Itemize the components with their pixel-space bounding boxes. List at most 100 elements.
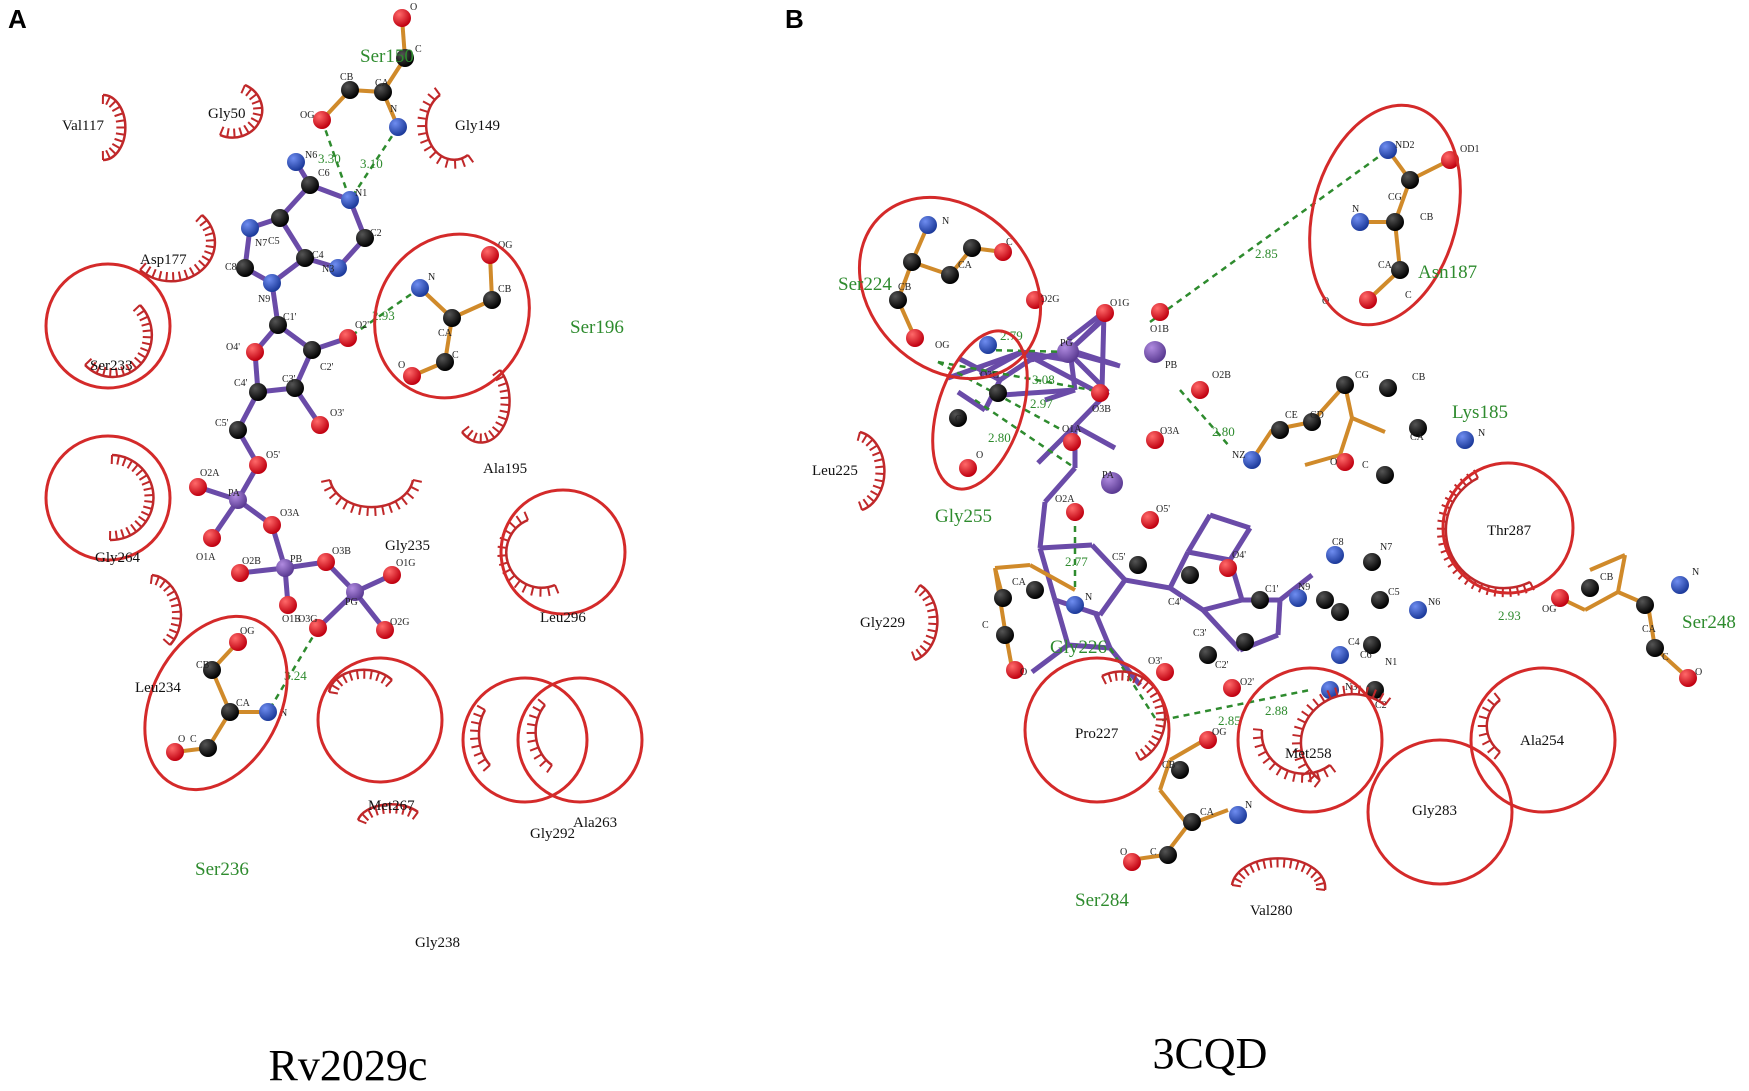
hydrophobic-combs-a <box>84 83 560 825</box>
residue-label: Gly264 <box>95 550 141 566</box>
svg-text:C2': C2' <box>320 362 334 373</box>
svg-text:C8: C8 <box>225 262 237 273</box>
svg-text:O2B: O2B <box>1212 370 1231 381</box>
hydrophobic-arc <box>109 453 155 542</box>
svg-text:C: C <box>452 350 459 361</box>
svg-text:N6: N6 <box>1428 597 1440 608</box>
svg-text:PA: PA <box>1102 470 1115 481</box>
residue-label: Gly292 <box>530 826 575 842</box>
residue-label: Gly255 <box>935 506 992 527</box>
residue-label: Ser248 <box>1682 612 1736 633</box>
svg-text:O: O <box>1695 667 1702 678</box>
rings-b <box>857 103 1617 886</box>
svg-text:PG: PG <box>345 597 358 608</box>
svg-text:O2G: O2G <box>1040 294 1059 305</box>
svg-text:O: O <box>976 450 983 461</box>
svg-text:CB: CB <box>1162 760 1176 771</box>
svg-text:PG: PG <box>1060 338 1073 349</box>
binding-site-ring <box>143 614 289 792</box>
panel-b: B <box>785 4 1736 1078</box>
svg-text:CB: CB <box>898 282 912 293</box>
svg-text:O5': O5' <box>1156 504 1170 515</box>
hydrophobic-arc <box>424 93 469 161</box>
binding-site-ring <box>857 195 1043 381</box>
svg-text:C4: C4 <box>1348 637 1360 648</box>
binding-site-ring <box>1469 666 1617 814</box>
svg-text:C: C <box>190 734 197 745</box>
residue-label: Asn187 <box>1418 262 1477 283</box>
svg-text:CA: CA <box>1410 432 1425 443</box>
svg-text:CG: CG <box>1355 370 1369 381</box>
svg-text:O: O <box>1330 457 1337 468</box>
svg-text:O3G: O3G <box>298 614 317 625</box>
svg-text:O4': O4' <box>226 342 240 353</box>
residue-label: Leu234 <box>135 680 181 696</box>
distance-label: 2.93 <box>1498 608 1521 623</box>
binding-site-ring <box>316 656 444 784</box>
residue-label: Gly226 <box>1050 637 1107 658</box>
svg-text:N6: N6 <box>305 150 317 161</box>
distance-label: 2.80 <box>1212 424 1235 439</box>
svg-text:C5: C5 <box>268 236 280 247</box>
svg-text:O1B: O1B <box>282 614 301 625</box>
svg-text:O3A: O3A <box>1160 426 1180 437</box>
hydrophobic-arc <box>505 518 556 589</box>
svg-text:O: O <box>178 734 185 745</box>
svg-text:CB: CB <box>1600 572 1614 583</box>
svg-text:CB: CB <box>196 660 210 671</box>
binding-site-ring <box>1023 656 1171 804</box>
svg-text:C2': C2' <box>1215 660 1229 671</box>
svg-text:C1': C1' <box>1265 584 1279 595</box>
residue-label: Gly283 <box>1412 803 1457 819</box>
svg-text:C6: C6 <box>318 168 330 179</box>
svg-text:N: N <box>1478 428 1485 439</box>
panel-a: A <box>8 2 644 1090</box>
svg-text:O2B: O2B <box>242 556 261 567</box>
svg-text:N: N <box>280 708 287 719</box>
hydrophobic-arc <box>1260 729 1331 775</box>
residue-label: Ser150 <box>360 46 414 67</box>
residue-label: Val117 <box>62 118 104 134</box>
svg-text:N1: N1 <box>355 188 367 199</box>
distance-label: 2.77 <box>1065 554 1088 569</box>
residue-label: Ser284 <box>1075 890 1129 911</box>
binding-site-ring <box>44 262 172 390</box>
binding-site-ring <box>1308 103 1462 327</box>
panel-b-label: B <box>785 4 804 34</box>
svg-text:CD: CD <box>1310 410 1324 421</box>
svg-text:C4: C4 <box>312 250 324 261</box>
svg-text:C2: C2 <box>1375 700 1387 711</box>
hbonds-a <box>266 119 421 713</box>
svg-text:O3': O3' <box>1148 656 1162 667</box>
svg-text:CG: CG <box>1388 192 1402 203</box>
svg-text:O: O <box>398 360 405 371</box>
svg-text:C5': C5' <box>215 418 229 429</box>
svg-text:CB: CB <box>498 284 512 295</box>
binding-site-ring <box>373 232 531 400</box>
binding-site-ring <box>499 488 627 616</box>
svg-text:O5': O5' <box>266 450 280 461</box>
residue-label: Thr287 <box>1487 523 1532 539</box>
hydrophobic-arc <box>1230 857 1327 891</box>
svg-text:C: C <box>982 620 989 631</box>
svg-text:ND2: ND2 <box>1395 140 1414 151</box>
svg-text:O: O <box>1120 847 1127 858</box>
binding-site-ring <box>1441 461 1575 595</box>
binding-site-ring <box>516 676 644 804</box>
hbonds-b <box>937 148 1389 722</box>
residue-label: Ser196 <box>570 317 624 338</box>
hydrophobic-arc <box>139 214 217 283</box>
svg-text:NZ: NZ <box>1232 450 1245 461</box>
binding-site-ring <box>1236 666 1384 814</box>
svg-text:O3B: O3B <box>1092 404 1111 415</box>
svg-text:C8: C8 <box>1332 537 1344 548</box>
svg-text:C3': C3' <box>1193 628 1207 639</box>
svg-text:N: N <box>390 104 397 115</box>
svg-text:N: N <box>428 272 435 283</box>
binding-site-ring <box>44 434 172 562</box>
svg-text:C: C <box>1150 847 1157 858</box>
svg-text:C4': C4' <box>1168 597 1182 608</box>
svg-text:N: N <box>1692 567 1699 578</box>
atoms-b <box>889 141 1697 871</box>
